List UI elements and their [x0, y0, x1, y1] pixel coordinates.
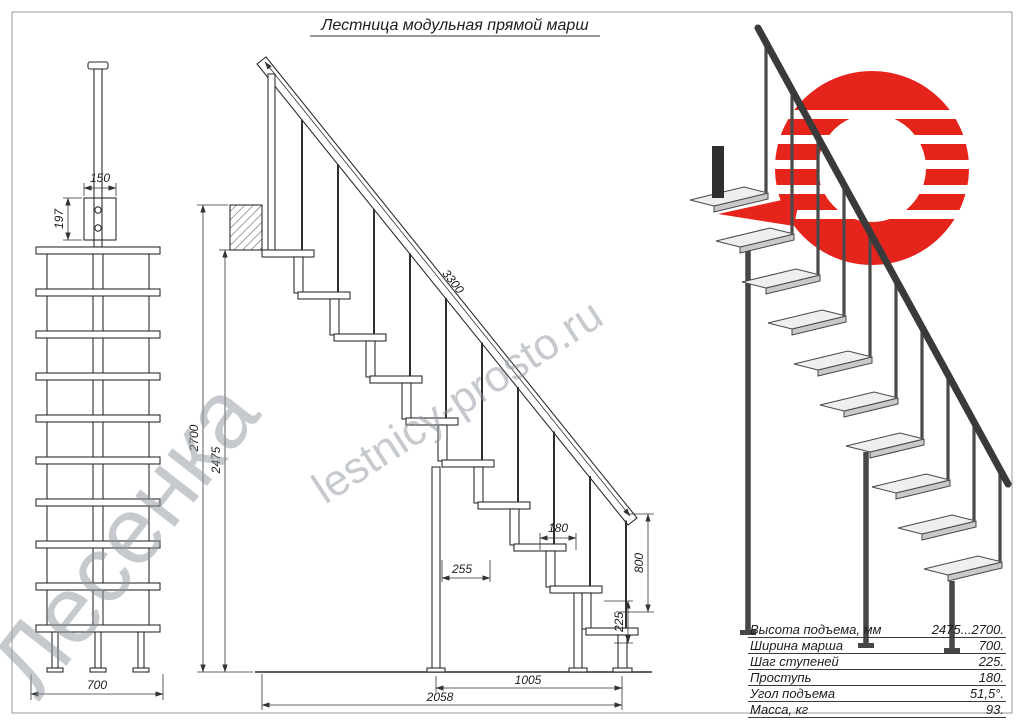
front-view-dimensions	[30, 183, 164, 700]
perspective-feet	[740, 630, 960, 653]
spec-value: 2475...2700.	[931, 622, 1004, 637]
mount-bracket	[83, 197, 117, 241]
dim-bracket-width: 150	[90, 171, 110, 185]
perspective-view	[689, 24, 1012, 653]
spec-label: Масса, кг	[750, 702, 809, 717]
top-rail-post	[267, 73, 276, 251]
perspective-posts	[745, 247, 955, 650]
spec-label: Шаг ступеней	[750, 654, 839, 669]
spec-row-step: Шаг ступеней 225.	[748, 654, 1006, 670]
bolt-icon	[94, 206, 102, 214]
brand-logo	[718, 71, 992, 265]
spec-value: 700.	[978, 638, 1004, 653]
perspective-balusters	[764, 41, 1002, 561]
spec-row-height: Высота подъема, мм 2475...2700.	[748, 622, 1006, 638]
wall-mount-bracket	[712, 146, 724, 198]
dim-total-run: 2058	[426, 690, 454, 704]
front-view	[35, 61, 161, 673]
spec-label: Ширина марша	[750, 638, 844, 653]
front-treads	[35, 246, 161, 633]
spec-row-width: Ширина марша 700.	[748, 638, 1006, 654]
side-view	[229, 56, 652, 673]
dim-clear-height: 2475	[209, 446, 223, 474]
spec-label: Высота подъема, мм	[750, 622, 882, 637]
spec-value: 93.	[985, 702, 1004, 717]
bolt-icon	[94, 224, 102, 232]
perspective-handrail	[754, 24, 1012, 488]
watermark-site: lestnicy-prosto.ru	[304, 290, 612, 514]
dim-march-width: 700	[87, 678, 107, 692]
spec-value: 180.	[978, 670, 1004, 685]
spec-label: Угол подъема	[750, 686, 836, 701]
logo-swoosh-tail	[718, 196, 800, 226]
wall-hatch	[229, 204, 263, 251]
dim-post-span: 1005	[515, 673, 542, 687]
spec-row-angle: Угол подъема 51,5°.	[748, 686, 1006, 702]
page-title: Лестница модульная прямой марш	[320, 17, 588, 34]
spec-row-mass: Масса, кг 93.	[748, 702, 1006, 718]
spec-label: Проступь	[750, 670, 812, 685]
dim-tread-depth: 180	[548, 521, 568, 535]
handrail-end-cap	[87, 61, 109, 70]
spec-value: 51,5°.	[969, 686, 1004, 701]
dim-total-height: 2700	[187, 424, 201, 452]
spec-value: 225.	[978, 654, 1004, 669]
title-block: Лестница модульная прямой марш	[310, 17, 600, 37]
page-border	[11, 11, 1013, 714]
side-view-dimensions	[197, 61, 654, 710]
dim-module-length: 255	[451, 562, 472, 576]
perspective-treads	[689, 186, 1003, 582]
front-legs	[46, 631, 150, 673]
spec-table: Высота подъема, мм 2475...2700. Ширина м…	[748, 622, 1006, 718]
dim-rail-height: 800	[632, 553, 646, 573]
dim-bracket-height: 197	[52, 208, 66, 229]
dim-step-height: 225	[612, 612, 626, 633]
spec-row-tread: Проступь 180.	[748, 670, 1006, 686]
